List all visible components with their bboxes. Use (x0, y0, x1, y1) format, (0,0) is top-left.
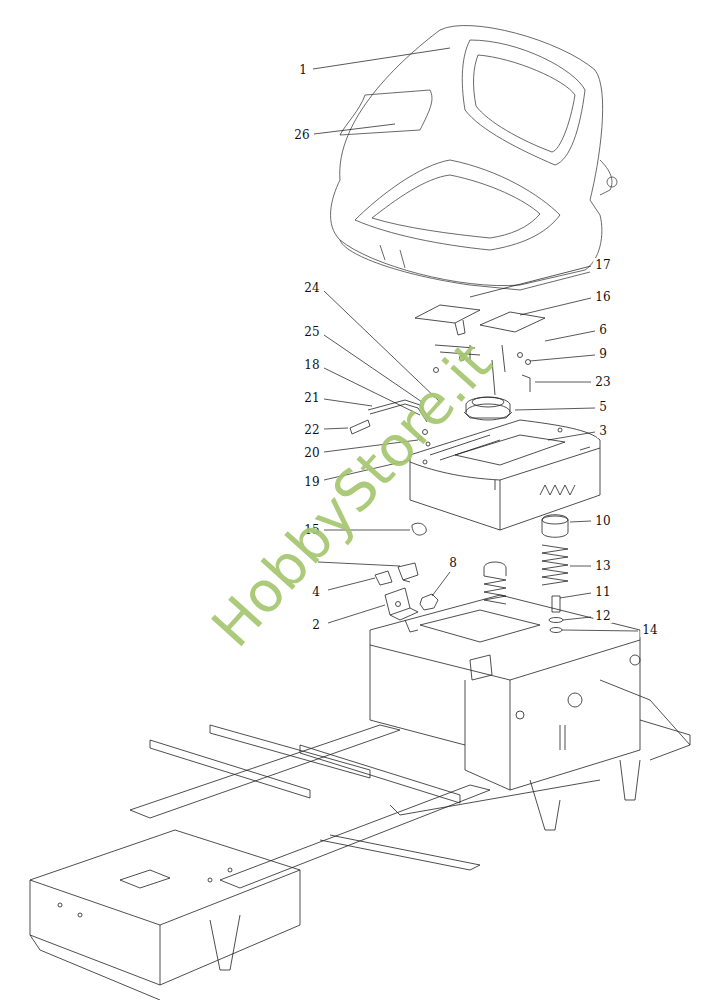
callout-number: 21 (302, 391, 321, 405)
callout-number: 9 (597, 347, 609, 361)
callout-number: 13 (593, 559, 612, 573)
callout-number: 2 (310, 618, 322, 632)
callout-number: 6 (597, 323, 609, 337)
callout-number: 25 (302, 325, 321, 339)
callout-number: 18 (302, 358, 321, 372)
callout-number: 22 (302, 423, 321, 437)
callout-number: 20 (302, 446, 321, 460)
seat-drawing (331, 26, 617, 290)
callout-number: 4 (310, 585, 322, 599)
callout-number: 11 (593, 585, 612, 599)
callout-number: 5 (597, 400, 609, 414)
callout-number: 14 (640, 623, 659, 637)
callout-number: 19 (302, 475, 321, 489)
callout-number: 26 (292, 128, 311, 142)
hardware-drawing (375, 523, 438, 632)
callout-number: 17 (593, 258, 612, 272)
callout-number: 3 (597, 424, 609, 438)
callout-number: 24 (302, 281, 321, 295)
callout-number: 10 (593, 514, 612, 528)
callout-number: 8 (447, 556, 459, 570)
callout-number: 12 (593, 609, 612, 623)
leader-lines (313, 48, 638, 631)
callout-number: 23 (593, 375, 612, 389)
spring-drawing (484, 515, 568, 633)
callout-number: 16 (593, 290, 612, 304)
frame-drawing (30, 595, 690, 1000)
callout-number: 1 (297, 63, 309, 77)
